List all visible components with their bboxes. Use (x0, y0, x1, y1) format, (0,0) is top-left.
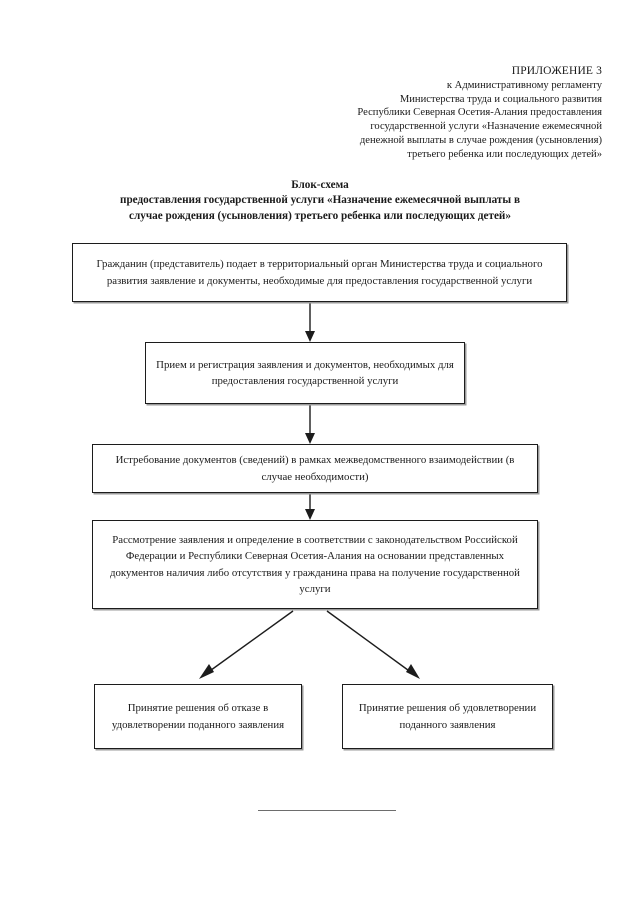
appendix-header-line-5: денежной выплаты в случае рождения (усын… (359, 135, 602, 146)
page-title-main: Блок-схема (291, 179, 349, 191)
appendix-header-line-2: Министерства труда и социального развити… (399, 93, 602, 105)
flow-node-request-documents: Истребование документов (сведений) в рам… (92, 444, 538, 493)
flow-node-text: Истребование документов (сведений) в рам… (115, 454, 515, 483)
flow-node-text: Рассмотрение заявления и определение в с… (110, 533, 520, 595)
flow-node-text: Принятие решения об отказе в удовлетворе… (111, 702, 285, 731)
appendix-header: ПРИЛОЖЕНИЕ 3 к Административному регламе… (250, 64, 602, 162)
flow-node-text: Принятие решения об удовлетворении подан… (358, 702, 537, 731)
page-title: Блок-схема предоставления государственно… (60, 178, 580, 224)
flow-node-text: Гражданин (представитель) подает в терри… (96, 258, 543, 287)
flow-node-decision-approval: Принятие решения об удовлетворении подан… (342, 684, 553, 749)
appendix-label: ПРИЛОЖЕНИЕ 3 (511, 65, 602, 77)
page-title-sub-line-2: случае рождения (усыновления) третьего р… (129, 209, 511, 222)
appendix-header-line-1: к Административному регламенту (446, 79, 602, 91)
page-title-sub-line-1: предоставления государственной услуги «Н… (120, 194, 520, 207)
flow-node-decision-refusal: Принятие решения об отказе в удовлетворе… (94, 684, 302, 749)
flow-node-receive-register: Прием и регистрация заявления и документ… (145, 342, 465, 404)
flow-node-review-application: Рассмотрение заявления и определение в с… (92, 520, 538, 609)
appendix-header-line-4: государственной услуги «Назначение ежеме… (370, 121, 602, 133)
flow-node-text: Прием и регистрация заявления и документ… (156, 358, 454, 387)
appendix-header-line-3: Республики Северная Осетия-Алания предос… (357, 107, 602, 119)
flow-node-submit-application: Гражданин (представитель) подает в терри… (72, 243, 567, 302)
footer-divider (258, 810, 396, 811)
appendix-header-line-6: третьего ребенка или последующих детей» (407, 148, 602, 160)
